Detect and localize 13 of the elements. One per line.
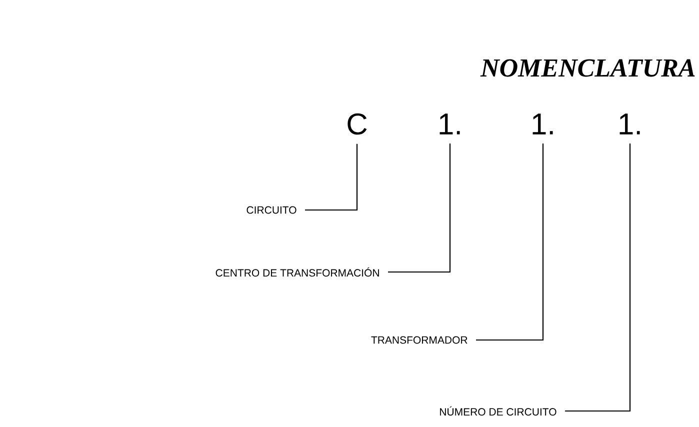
leader-line <box>476 144 544 341</box>
part-label: NÚMERO DE CIRCUITO <box>440 406 556 416</box>
leader-line <box>565 144 631 412</box>
code-character: C <box>348 113 367 135</box>
title: NOMENCLATURA <box>480 59 695 77</box>
part-label: CENTRO DE TRANSFORMACIÓN <box>216 267 379 277</box>
leader-line <box>388 144 451 273</box>
code-character: 1. <box>620 114 640 134</box>
part-label: TRANSFORMADOR <box>371 336 468 344</box>
code-character: 1. <box>440 114 460 134</box>
code-character: 1. <box>532 114 553 134</box>
leader-line <box>305 144 358 211</box>
part-label: CIRCUITO <box>246 206 296 214</box>
